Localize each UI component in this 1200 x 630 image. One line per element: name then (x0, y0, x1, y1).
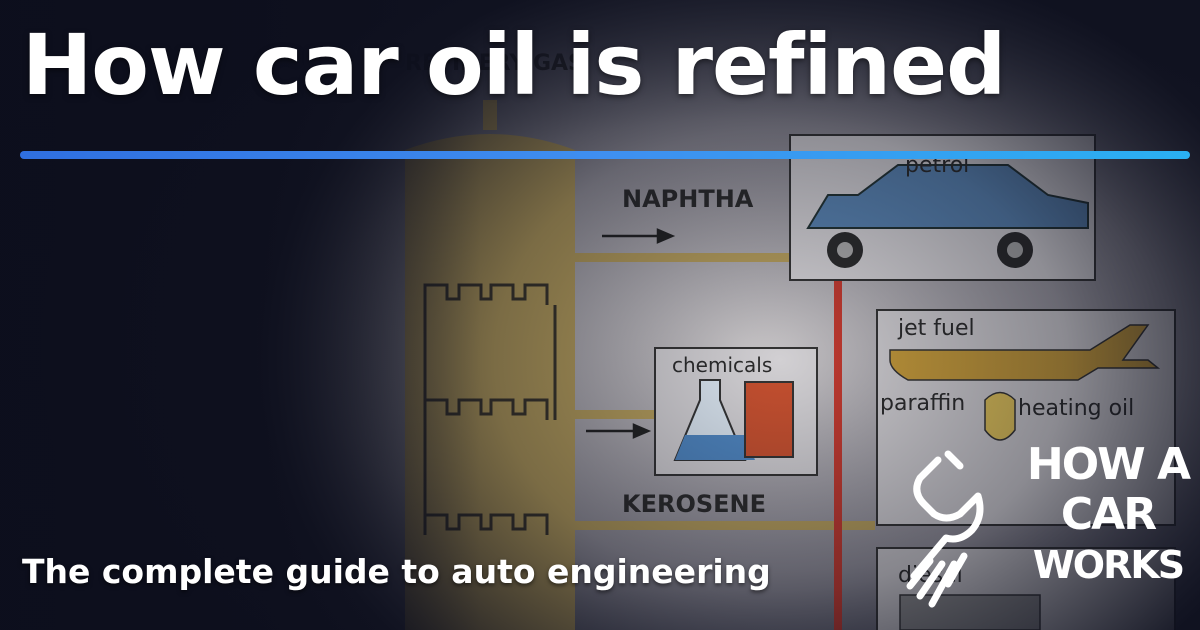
page-title: How car oil is refined (22, 16, 1006, 114)
logo-wordmark: HOW A CAR WORKS (1018, 440, 1198, 590)
wrench-icon (906, 450, 984, 608)
container-icon (744, 381, 794, 458)
heating-oil-label: heating oil (1018, 396, 1134, 421)
jet-fuel-label: jet fuel (897, 316, 975, 341)
logo-line-1: HOW A (1026, 439, 1191, 490)
title-divider (20, 151, 1190, 159)
logo-line-3: WORKS (1032, 543, 1185, 587)
naphtha-label: NAPHTHA (622, 185, 754, 213)
lamp-icon (984, 391, 1016, 441)
chemicals-label: chemicals (672, 353, 772, 377)
logo-line-2: CAR (1060, 489, 1157, 540)
kerosene-label: KEROSENE (622, 490, 766, 518)
tagline: The complete guide to auto engineering (22, 552, 771, 591)
brand-logo[interactable]: HOW A CAR WORKS (890, 440, 1195, 620)
paraffin-label: paraffin (880, 391, 965, 416)
